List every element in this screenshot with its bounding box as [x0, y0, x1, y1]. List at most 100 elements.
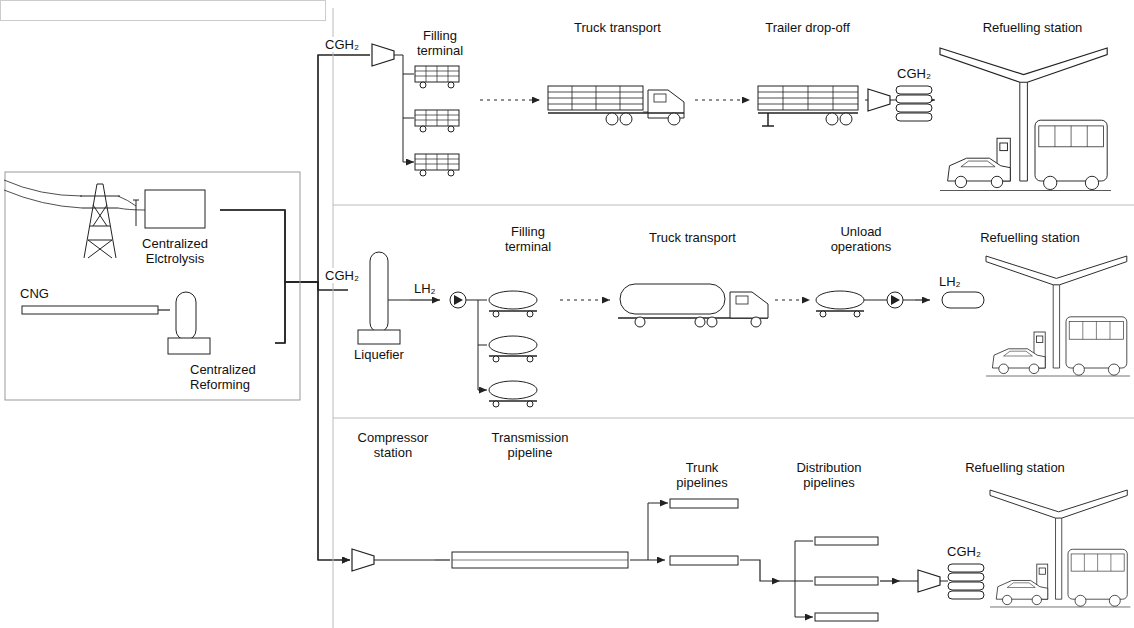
flow-connector [880, 580, 900, 581]
flow-connector [775, 299, 810, 300]
truck-route-liquid-part [891, 295, 900, 305]
component-box: Trailer drop-off [750, 16, 865, 141]
pipeline-route-part [452, 552, 628, 568]
truck-route-compressed-part [415, 154, 459, 176]
component-box: Distribution pipelines [780, 458, 880, 623]
node-label: Transmission pipeline [475, 430, 585, 460]
node-label: Distribution pipelines [785, 460, 873, 490]
component-box: Transmission pipeline [450, 428, 630, 578]
flow-connector [560, 299, 610, 300]
component-box: Refuelling station [900, 458, 1130, 626]
pipeline-route-part [648, 503, 668, 504]
component-box: Centralized Elctrolysis [130, 186, 220, 268]
truck-route-liquid-part [695, 317, 705, 327]
production-illustration-part [168, 338, 210, 354]
flow-connector [275, 282, 348, 343]
production-illustration-part [145, 190, 205, 228]
node-label: CNG [20, 286, 80, 301]
truck-route-compressed-part [415, 110, 459, 132]
pipeline-route-part [815, 537, 878, 545]
component-box: Truck transport [610, 222, 775, 342]
node-label: Filling terminal [496, 224, 560, 254]
stream-label: CGH₂ [896, 66, 932, 81]
flow-connector [435, 559, 450, 560]
truck-route-liquid-part [986, 256, 1130, 376]
flow-connector [480, 99, 540, 100]
node-label: Unload operations [820, 224, 902, 254]
truck-route-liquid-part [707, 317, 717, 327]
component-box: Compressor station [350, 428, 435, 578]
truck-route-compressed-part [668, 113, 680, 125]
node-label: Centralized Reforming [190, 362, 272, 392]
component-box: Filling terminal [370, 26, 480, 202]
truck-route-liquid-part [450, 292, 466, 308]
stream-label: LH₂ [413, 281, 437, 296]
truck-route-compressed-part [758, 86, 858, 110]
flow-connector [410, 299, 440, 300]
truck-route-liquid-part [454, 295, 463, 305]
truck-route-liquid-part [370, 252, 388, 332]
truck-route-liquid-part [489, 381, 537, 407]
truck-route-compressed-part [372, 44, 394, 66]
truck-route-compressed-part [940, 48, 1111, 191]
truck-route-compressed-part [620, 113, 632, 125]
truck-route-compressed-part [648, 90, 684, 118]
stream-label: CGH₂ [324, 37, 360, 52]
node-label: Trailer drop-off [750, 20, 865, 35]
node-label: Trunk pipelines [667, 460, 737, 490]
production-illustration-part [22, 306, 158, 314]
node-label: Truck transport [540, 20, 695, 35]
truck-route-compressed-part [394, 55, 403, 162]
component-box: CNG [18, 286, 158, 316]
component-box: Truck transport [540, 16, 695, 141]
truck-route-liquid-part [736, 296, 748, 304]
node-label: Filling terminal [408, 28, 472, 58]
node-label: Refuelling station [935, 20, 1130, 35]
truck-route-compressed-part [403, 74, 414, 162]
truck-route-compressed-part [758, 86, 858, 110]
component-box: Refuelling station [935, 16, 1130, 201]
panel-frames-part [1, 1, 326, 21]
truck-route-compressed-part [758, 113, 858, 126]
truck-route-liquid-part [489, 291, 537, 317]
truck-route-liquid-part [730, 292, 768, 318]
component-box: Refuelling station [930, 222, 1130, 412]
component-box: Liquefier [348, 248, 410, 364]
truck-route-liquid-part [358, 330, 400, 344]
pipeline-route-part [374, 560, 435, 561]
node-label: Liquefier [348, 347, 410, 362]
node-label: Compressor station [352, 430, 434, 460]
truck-route-compressed-part [548, 112, 684, 114]
node-label: Truck transport [610, 230, 775, 245]
truck-route-liquid-part [816, 291, 864, 317]
truck-route-liquid-part [751, 317, 761, 327]
pipeline-route [352, 490, 1130, 621]
production-illustration [4, 180, 210, 354]
production-illustration-part [133, 200, 139, 226]
node-label: Refuelling station [930, 230, 1130, 245]
truck-route-liquid-part [942, 292, 984, 308]
truck-route-compressed-part [868, 89, 890, 111]
node-label: Centralized Elctrolysis [135, 236, 215, 266]
truck-route-compressed-part [606, 113, 618, 125]
truck-route-liquid-part [478, 300, 487, 390]
pipeline-route-part [795, 541, 813, 617]
flow-connector [915, 299, 930, 300]
truck-route-compressed-part [826, 113, 838, 125]
pipeline-route-part [780, 541, 795, 617]
pipeline-route-part [918, 570, 940, 592]
truck-route-liquid [358, 252, 1130, 407]
pipeline-route-part [990, 490, 1130, 607]
stream-label: CGH₂ [946, 544, 982, 559]
pipeline-route-part [352, 549, 374, 571]
truck-route-liquid-part [887, 292, 903, 308]
pipeline-route-part [815, 577, 878, 585]
truck-route-liquid-part [388, 300, 410, 301]
truck-route-liquid-part [635, 317, 645, 327]
truck-route-compressed-part [840, 113, 852, 125]
production-illustration-part [176, 292, 196, 340]
flow-connector [275, 282, 350, 560]
